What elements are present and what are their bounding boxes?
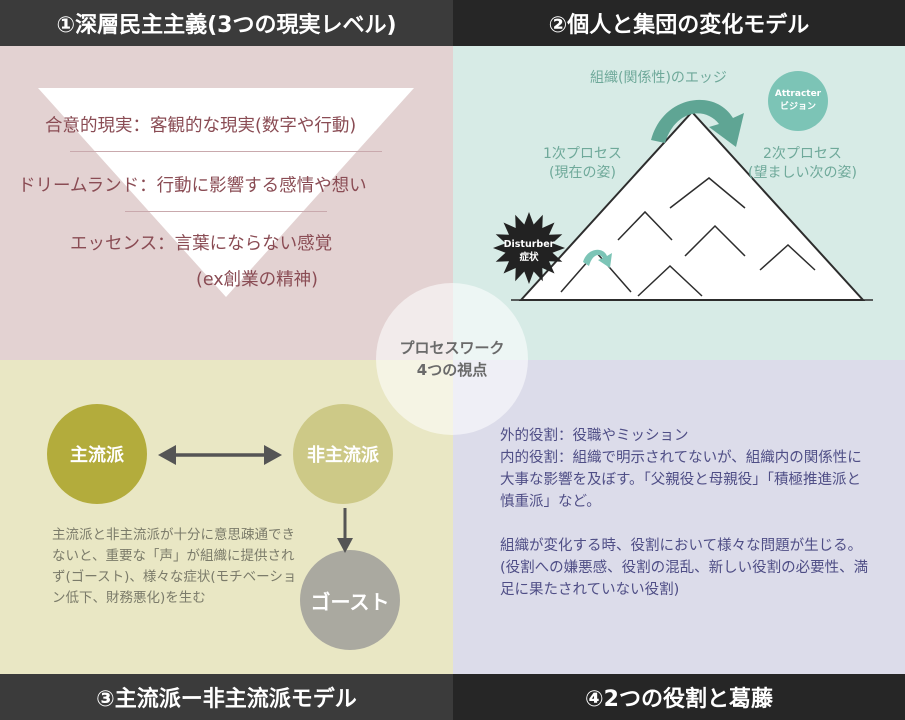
mainstream-arrows — [158, 445, 353, 553]
secondary-process-label: 2次プロセス(望ましい次の姿) — [748, 146, 857, 181]
internal-role-text: 内的役割：組織で明示されてないが、組織内の関係性に大事な影響を及ぼす。「父親役と… — [500, 450, 862, 510]
mountain-diagram — [493, 71, 873, 301]
mainstream-description: 主流派と非主流派が十分に意思疎通できないと、重要な「声」が組織に提供されず(ゴー… — [52, 527, 297, 606]
title-roles: ④2つの役割と葛藤 — [453, 674, 905, 720]
disturber-burst — [493, 212, 565, 284]
ghost-circle: ゴースト — [300, 550, 400, 650]
edge-label: 組織(関係性)のエッジ — [590, 70, 727, 86]
non-mainstream-circle: 非主流派 — [293, 404, 393, 504]
roles-description: 外的役割：役職やミッション 内的役割：組織で明示されてないが、組織内の関係性に大… — [500, 425, 870, 601]
center-subtitle: 4つの視点 — [416, 361, 488, 379]
inverted-triangle — [38, 88, 414, 297]
center-circle: プロセスワーク 4つの視点 — [376, 283, 528, 435]
triangle-divider — [70, 151, 382, 152]
arrow-down-icon — [337, 538, 353, 553]
attractor-circle — [768, 71, 828, 131]
edge-arrow-icon — [651, 99, 744, 147]
mainstream-circle: 主流派 — [47, 404, 147, 504]
quadrant-roles — [453, 360, 905, 720]
arrow-left-icon — [158, 445, 176, 465]
dreamland-text: ドリームランド：行動に影響する感情や想い — [18, 176, 367, 196]
essence-text: エッセンス：言葉にならない感覚 — [70, 234, 333, 254]
arrow-right-icon — [264, 445, 282, 465]
essence-example-text: (ex創業の精神) — [196, 270, 318, 290]
external-role-text: 外的役割：役職やミッション — [500, 428, 689, 444]
primary-process-label: 1次プロセス(現在の姿) — [543, 146, 622, 181]
small-arrow-icon — [583, 249, 612, 268]
center-title: プロセスワーク — [399, 339, 505, 357]
triangle-divider — [125, 211, 327, 212]
change-problem-text: 組織が変化する時、役割において様々な問題が生じる。 — [500, 538, 863, 554]
title-deep-democracy: ①深層民主主義(3つの現実レベル) — [0, 0, 453, 46]
role-issues-text: (役割への嫌悪感、役割の混乱、新しい役割の必要性、満足に果たされていない役割) — [500, 560, 869, 598]
consensus-reality-text: 合意的現実：客観的な現実(数字や行動) — [45, 116, 357, 136]
title-change-model: ②個人と集団の変化モデル — [453, 0, 905, 46]
title-mainstream-model: ③主流派ー非主流派モデル — [0, 674, 453, 720]
blank-line — [500, 513, 870, 535]
